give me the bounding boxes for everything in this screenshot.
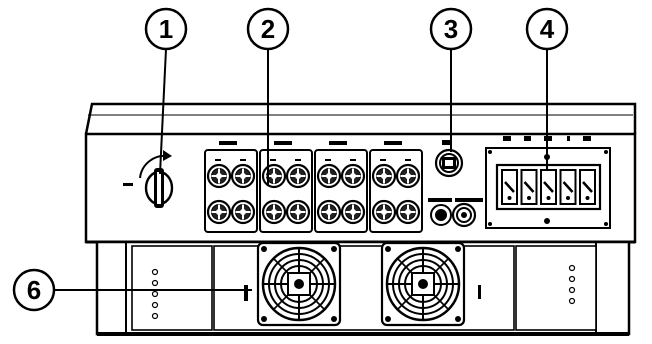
fan-housing: [95, 240, 631, 336]
mc4-connector-icon: [340, 163, 366, 189]
pv-connectors: [204, 141, 423, 233]
callout-1: 1: [144, 7, 188, 51]
mc4-connector-icon: [285, 199, 311, 225]
mc4-connector-icon: [206, 163, 232, 189]
callout-leaders: [55, 48, 548, 291]
pv-group-3: [314, 141, 368, 233]
mc4-connector-icon: [230, 163, 256, 189]
svg-text:4: 4: [540, 14, 555, 44]
right-vent-holes: [568, 264, 576, 305]
terminal-slot: [501, 169, 518, 205]
dc-switch: [123, 150, 174, 208]
mc4-connector-icon: [340, 199, 366, 225]
left-vent-holes: [151, 268, 159, 320]
fan-left-icon: [256, 241, 342, 327]
mc4-connector-icon: [230, 199, 256, 225]
mc4-connector-icon: [371, 163, 397, 189]
mc4-connector-icon: [316, 199, 342, 225]
mc4-connector-icon: [316, 163, 342, 189]
callout-2: 2: [246, 7, 290, 51]
terminal-slot: [540, 169, 557, 205]
svg-text:1: 1: [159, 14, 173, 44]
mc4-connector-icon: [371, 199, 397, 225]
mc4-connector-icon: [206, 199, 232, 225]
svg-text:3: 3: [444, 14, 458, 44]
mc4-connector-icon: [261, 163, 287, 189]
terminal-slot: [559, 169, 577, 205]
pv-group-2: [259, 141, 313, 233]
callout-4: 4: [525, 7, 569, 51]
comm-port: [428, 140, 483, 228]
svg-text:6: 6: [27, 275, 41, 305]
mc4-connector-icon: [285, 163, 311, 189]
callout-3: 3: [429, 7, 473, 51]
fan-right-icon: [380, 241, 466, 327]
terminal-slot: [579, 169, 596, 205]
mc4-connector-icon: [261, 199, 287, 225]
terminal-slot: [520, 169, 538, 205]
mc4-connector-icon: [395, 199, 421, 225]
callout-6: 6: [12, 268, 56, 312]
pv-group-1: [204, 141, 258, 233]
pv-group-4: [369, 141, 423, 233]
mc4-connector-icon: [395, 163, 421, 189]
svg-text:2: 2: [261, 14, 275, 44]
